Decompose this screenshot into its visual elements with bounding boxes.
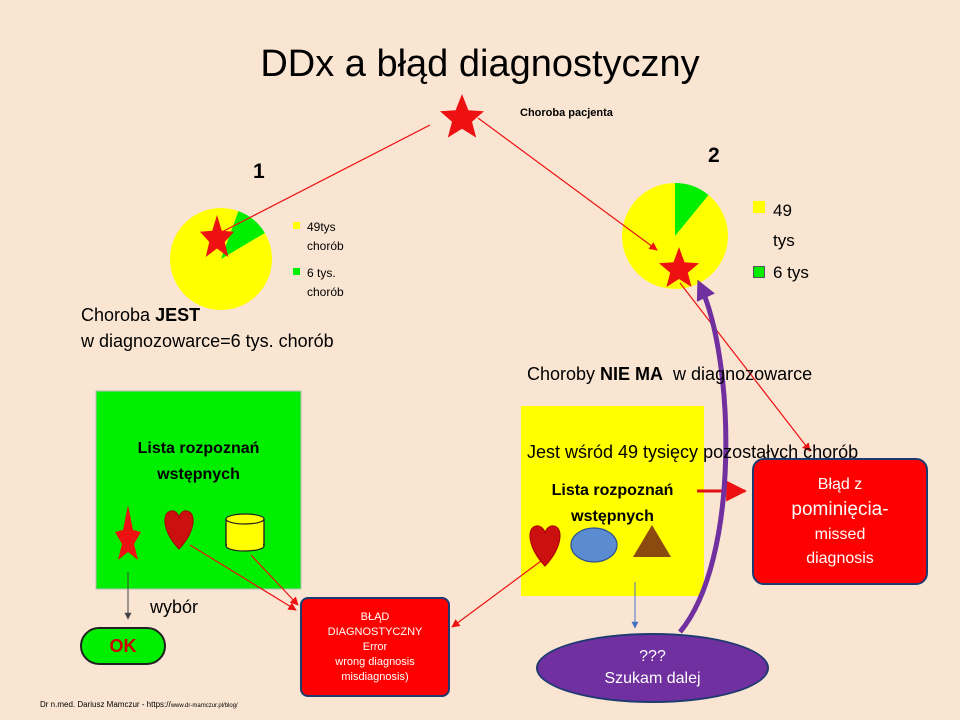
list-box-right xyxy=(521,406,704,596)
list-box-left xyxy=(95,390,302,590)
scenario-number-2: 2 xyxy=(708,144,720,167)
patient-disease-label: Choroba pacjenta xyxy=(520,107,613,119)
caption-right: Choroby NIE MA w diagnozowarce Jest wśró… xyxy=(527,364,859,462)
triangle-icon xyxy=(633,525,671,557)
legend-swatch-yellow-left xyxy=(293,222,300,229)
ellipse-icon xyxy=(570,527,618,563)
scenario-number-1: 1 xyxy=(253,160,265,183)
pie-slice-small xyxy=(675,183,709,236)
search-further-ellipse: ??? Szukam dalej xyxy=(536,633,769,703)
star-icon-in-right-pie xyxy=(659,247,699,287)
legend-swatch-green-right xyxy=(753,266,765,278)
pie-slice-large xyxy=(170,208,273,311)
arrow-heart-left-to-error xyxy=(189,544,297,611)
footer-credit: Dr n.med. Dariusz Mamczur - https://www.… xyxy=(40,700,238,709)
arrow-search-loop xyxy=(678,279,729,634)
arrow-patient-to-right xyxy=(477,117,658,251)
arrow-cylinder-to-error xyxy=(250,554,299,606)
legend-label-6-right: 6 tys xyxy=(773,263,809,282)
heart-icon-left xyxy=(164,510,194,550)
arrow-star-to-missed xyxy=(679,282,811,452)
star-icon-in-left-pie xyxy=(200,215,234,257)
heart-icon-right xyxy=(529,525,561,567)
ok-pill: OK xyxy=(80,627,166,665)
legend-swatch-yellow-right xyxy=(753,201,765,213)
pie-chart-right xyxy=(622,183,729,289)
choice-label: wybór xyxy=(150,597,199,617)
legend-swatch-green-left xyxy=(293,268,300,275)
pie-chart-left xyxy=(170,208,273,311)
caption-left: Choroba JEST w diagnozowarce=6 tys. chor… xyxy=(81,305,334,351)
legend-label-6-left: 6 tys.chorób xyxy=(307,266,344,299)
star-icon-in-list xyxy=(115,505,141,560)
missed-diagnosis-box: Błąd z pominięcia- missed diagnosis xyxy=(752,458,928,585)
arrow-heart-right-to-error xyxy=(451,557,546,628)
pie-slice-small xyxy=(221,211,265,259)
slide-title: DDx a błąd diagnostyczny xyxy=(260,43,700,85)
patient-disease-star-icon xyxy=(440,94,484,138)
cylinder-icon xyxy=(225,513,265,552)
arrow-patient-to-left xyxy=(211,124,431,238)
diagnostic-error-box: BŁĄD DIAGNOSTYCZNY Error wrong diagnosis… xyxy=(300,597,450,697)
